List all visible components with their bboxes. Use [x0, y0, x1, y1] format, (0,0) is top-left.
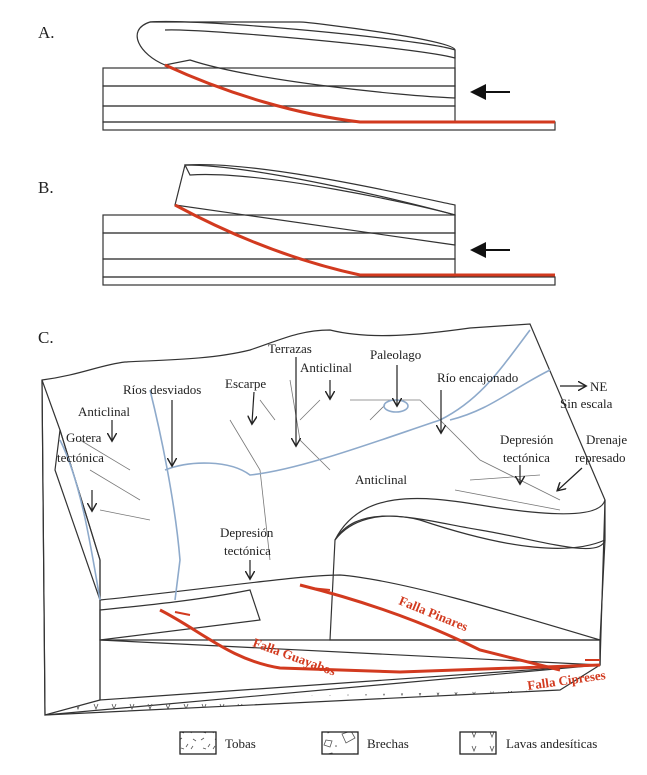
legend-swatch-lavas — [459, 731, 497, 755]
label-escarpe: Escarpe — [225, 376, 266, 391]
label-depresion-right-2: tectónica — [503, 450, 550, 465]
block-diagram — [41, 323, 606, 716]
fault-guayabos-line — [159, 608, 601, 674]
label-falla-guayabos: Falla Guayabos — [251, 635, 338, 679]
fault-line-b — [174, 203, 555, 277]
river-lines — [59, 329, 551, 601]
legend-swatch-brechas — [321, 731, 359, 755]
label-depresion-mid: Depresión — [220, 525, 274, 540]
label-anticlinal-mid: Anticlinal — [355, 472, 407, 487]
label-rio-encajonado: Río encajonado — [437, 370, 518, 385]
panel-a: A. — [38, 20, 556, 131]
label-sin-escala: Sin escala — [560, 396, 613, 411]
paleolake-outline — [383, 399, 409, 413]
label-drenaje-2: represado — [575, 450, 626, 465]
legend-label-lavas: Lavas andesíticas — [506, 736, 597, 751]
legend-label-brechas: Brechas — [367, 736, 409, 751]
fault-pinares-line — [299, 583, 561, 672]
label-depresion-right: Depresión — [500, 432, 554, 447]
legend-swatch-tobas — [179, 731, 217, 755]
panel-b-label: B. — [38, 178, 54, 197]
label-terrazas: Terrazas — [268, 341, 312, 356]
panel-c: C. — [38, 323, 627, 716]
label-ne: NE — [590, 379, 607, 394]
label-anticlinal-left: Anticlinal — [78, 404, 130, 419]
panel-c-label: C. — [38, 328, 54, 347]
label-rios-desviados: Ríos desviados — [123, 382, 201, 397]
fault-line-a — [164, 63, 555, 124]
label-drenaje: Drenaje — [586, 432, 627, 447]
panel-b: B. — [38, 163, 556, 286]
label-gotera-2: tectónica — [57, 450, 104, 465]
legend-label-tobas: Tobas — [225, 736, 256, 751]
label-arrows — [92, 357, 585, 578]
label-anticlinal-top: Anticlinal — [300, 360, 352, 375]
panel-a-label: A. — [38, 23, 55, 42]
label-depresion-mid-2: tectónica — [224, 543, 271, 558]
legend: Tobas Brechas Lavas andesíticas — [179, 731, 597, 755]
label-paleolago: Paleolago — [370, 347, 421, 362]
label-gotera: Gotera — [66, 430, 102, 445]
